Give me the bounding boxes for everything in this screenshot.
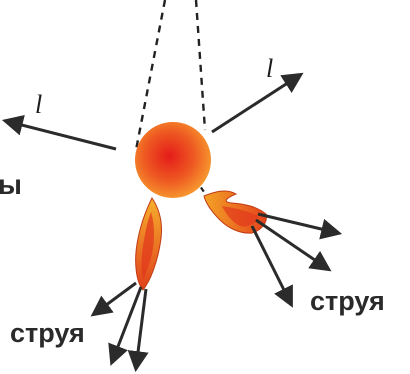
suspension-thread-right	[196, 0, 205, 130]
jet-label-right: струя	[310, 288, 385, 315]
axis-arrow-left	[6, 121, 116, 149]
jet-label-left: струя	[10, 320, 85, 347]
axis-label-right: l	[266, 56, 273, 82]
central-sphere	[135, 122, 211, 198]
left-jet-arrow-1	[94, 283, 136, 314]
axis-arrow-right	[212, 75, 300, 132]
left-edge-fragment-text: ы	[0, 171, 22, 199]
right-jet-arrow-3	[252, 226, 291, 304]
left-jet-arrow-3	[136, 289, 146, 368]
axis-label-left: l	[35, 92, 42, 118]
